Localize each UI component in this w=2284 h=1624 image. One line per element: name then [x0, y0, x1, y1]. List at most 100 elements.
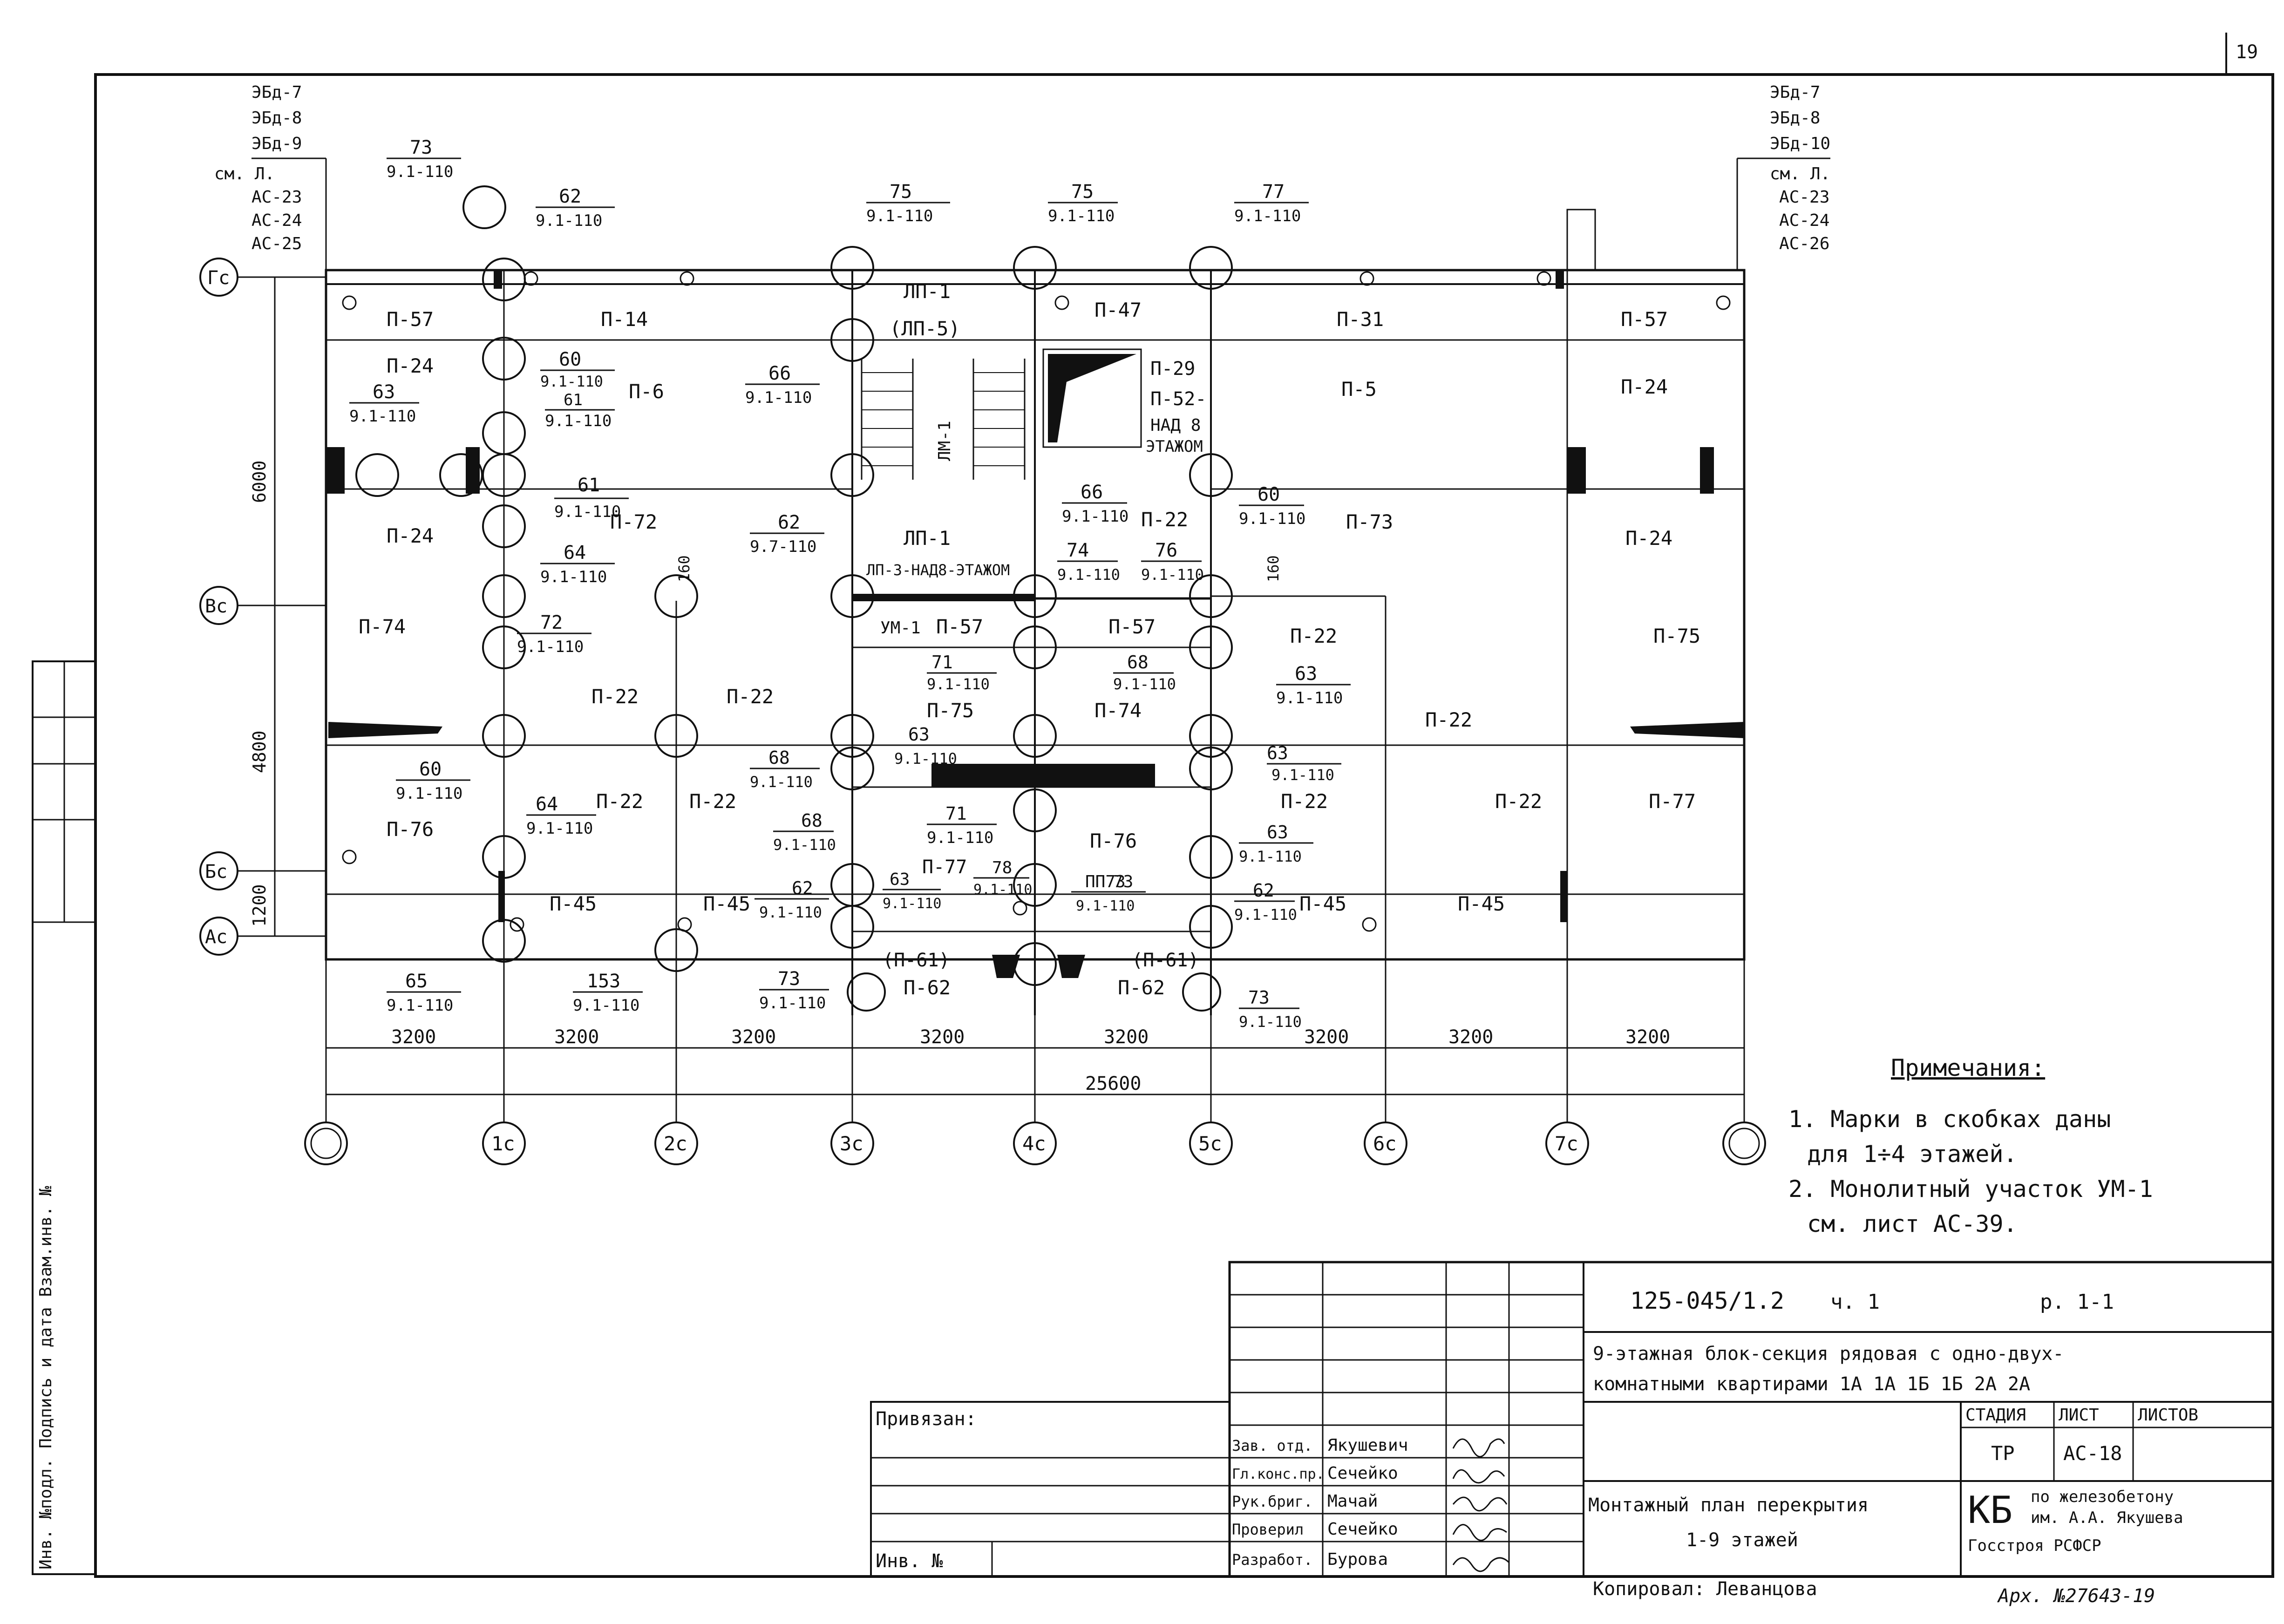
org-name: им. А.А. Якушева: [2031, 1508, 2183, 1527]
signature: [1452, 1469, 1505, 1484]
node-mark: 649.1-110: [526, 794, 596, 838]
node-number: 66: [768, 363, 791, 384]
node-mark: 619.1-110: [554, 475, 629, 521]
signature: [1452, 1557, 1510, 1572]
node-series: 9.1-110: [1239, 510, 1305, 528]
column-axis-label: 5с: [1198, 1132, 1222, 1155]
person-name: Мачай: [1327, 1492, 1378, 1511]
panel-label: П-22: [1425, 708, 1472, 731]
panel-label: ЛП-1: [904, 280, 951, 303]
panel-label: П-74: [359, 615, 406, 638]
node-series: 9.1-110: [1234, 207, 1301, 225]
panel-label: П-74: [1094, 699, 1142, 722]
role-label: Проверил: [1232, 1521, 1304, 1538]
project-section: р. 1-1: [2040, 1290, 2114, 1314]
overall-width: 25600: [1085, 1073, 1141, 1094]
ref-label: ЭБд-7: [252, 83, 302, 102]
node-number: 153: [587, 971, 620, 992]
node-series: 9.1-110: [517, 638, 584, 656]
person-name: Сечейко: [1327, 1464, 1398, 1483]
node-mark: 619.1-110: [545, 391, 615, 430]
panel-label: П-29: [1150, 358, 1195, 380]
sheet-label: см. Л.: [1770, 164, 1830, 183]
panel-label: П-22: [591, 685, 639, 708]
vertical-dim: 6000: [249, 460, 270, 503]
node-number: 73: [1113, 872, 1133, 891]
role-label: Гл.конс.пр.: [1232, 1466, 1325, 1482]
node-series: 9.1-110: [927, 829, 993, 847]
panel-label: П-22: [1281, 790, 1328, 813]
node-circles: [355, 185, 1233, 1012]
upper-right-refs: ЭБд-7 ЭБд-8 ЭБд-10 см. Л. АС-23 АС-24 АС…: [1736, 83, 1830, 270]
node-series: 9.1-110: [554, 503, 621, 521]
node-mark: 789.1-110: [973, 858, 1032, 898]
notes-line: см. лист АС-39.: [1807, 1210, 2018, 1237]
node-number: 68: [768, 747, 790, 768]
vertical-dim: 4800: [249, 730, 270, 773]
panel-label: П-76: [387, 818, 434, 841]
node-number: 63: [1267, 822, 1288, 843]
node-mark: 63 9.1-110: [1239, 822, 1313, 865]
bay-width: 3200: [1448, 1026, 1493, 1048]
node-mark: 629.1-110: [536, 186, 615, 230]
role-label: Зав. отд.: [1232, 1437, 1312, 1454]
node-mark: 629.7-110: [750, 512, 824, 556]
node-marks: 739.1-110 629.1-110 759.1-110 759.1-110 …: [349, 137, 1351, 1031]
bay-width: 3200: [391, 1026, 436, 1048]
sheet-header: ЛИСТ: [2059, 1406, 2099, 1425]
sheet-label: АС-23: [252, 188, 302, 207]
panel-label: П-45: [1458, 892, 1505, 915]
title-block: Привязан: Инв. № 125-045/1.2 ч. 1 р. 1-1…: [870, 1261, 2274, 1607]
node-series: 9.1-110: [1141, 566, 1204, 584]
panel-label: (П-61): [1132, 950, 1199, 971]
column-axis-label: 6с: [1373, 1132, 1397, 1155]
panel-label: П-24: [1621, 375, 1668, 398]
panel-label: П-5: [1341, 378, 1377, 401]
sheet-label: АС-24: [1779, 211, 1829, 230]
bay-width: 3200: [731, 1026, 776, 1048]
notes-line: для 1÷4 этажей.: [1807, 1141, 2018, 1168]
node-mark: 759.1-110: [1048, 181, 1118, 225]
ref-label: ЭБд-7: [1770, 83, 1820, 102]
bay-width: 3200: [1625, 1026, 1670, 1048]
node-mark: 639.1-110: [883, 870, 941, 912]
panel-label: П-77: [1649, 790, 1696, 813]
bay-width: 3200: [920, 1026, 965, 1048]
copied-by: Копировал: Леванцова: [1593, 1578, 1817, 1600]
node-number: 62: [792, 878, 813, 898]
node-number: 68: [801, 810, 823, 831]
panel-label: П-52-: [1150, 388, 1206, 410]
panel-label: ПП73: [1085, 872, 1126, 891]
node-series: 9.1-110: [526, 819, 593, 838]
panel-label: П-75: [927, 699, 974, 722]
panel-labels: П-57 П-14 ЛП-1 (ЛП-5) П-47 П-31 П-57 П-2…: [359, 280, 1700, 999]
side-stamp: Инв. №подл. Подпись и дата Взам.инв. №: [32, 660, 96, 1575]
drawing-title: 1-9 этажей: [1686, 1529, 1798, 1551]
ref-label: ЭБд-10: [1770, 134, 1830, 153]
panel-label: ЭТАЖОМ: [1146, 437, 1203, 456]
sheets-header: ЛИСТОВ: [2138, 1406, 2198, 1425]
node-series: 9.1-110: [1239, 848, 1302, 865]
org-name: Госстроя РСФСР: [1968, 1536, 2101, 1555]
node-series: 9.1-110: [536, 211, 602, 230]
node-mark: 719.1-110: [927, 652, 997, 693]
panel-label: П-24: [387, 354, 434, 377]
node-number: 62: [778, 512, 800, 533]
panel-label: П-22: [1141, 508, 1188, 531]
node-series: 9.1-110: [745, 388, 812, 407]
role-label: Рук.бриг.: [1232, 1493, 1312, 1510]
panel-label: П-73: [1346, 510, 1393, 533]
node-series: 9.1-110: [1234, 906, 1297, 924]
node-number: 73: [410, 137, 432, 158]
node-mark: 739.1-110: [1239, 987, 1302, 1031]
node-mark: 659.1-110: [387, 971, 461, 1015]
node-number: 78: [992, 858, 1012, 877]
node-number: 63: [1267, 743, 1288, 763]
panel-label: П-47: [1094, 299, 1142, 321]
page-number: 19: [2236, 41, 2258, 63]
panel-label: П-76: [1090, 829, 1137, 852]
node-number: 66: [1081, 482, 1103, 503]
panel-label: П-14: [601, 308, 648, 331]
